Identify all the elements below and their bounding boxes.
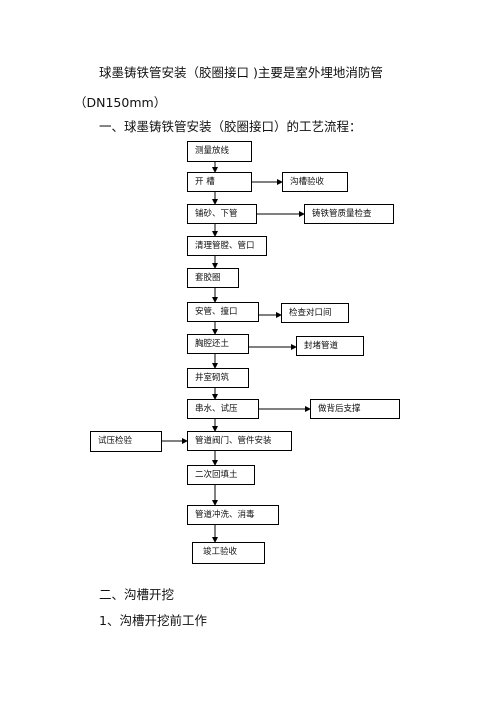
section-1-heading: 一、球墨铸铁管安装（胶圈接口）的工艺流程：: [99, 119, 362, 134]
side-back-support: 做背后支撑: [310, 399, 400, 419]
step-chest-backfill: 胸腔还土: [187, 334, 249, 354]
step-install-joint: 安管、撞口: [187, 302, 259, 322]
step-sand-lay-pipe: 铺砂、下管: [187, 204, 257, 224]
step-second-backfill: 二次回填土: [187, 465, 255, 485]
section-2-heading: 二、沟槽开挖: [99, 587, 175, 602]
step-trenching: 开 槽: [187, 172, 252, 192]
side-trench-check: 沟槽验收: [282, 172, 348, 192]
step-survey-layout: 测量放线: [187, 141, 252, 162]
step-completion-acceptance: 竣工验收: [192, 542, 265, 564]
side-pipe-quality: 铸铁管质量检查: [304, 204, 394, 224]
side-gap-check: 检查对口间: [281, 303, 349, 323]
step-fit-gasket: 套胶圈: [187, 268, 239, 288]
step-manhole-masonry: 井室砌筑: [187, 368, 249, 388]
side-pressure-test-check: 试压检验: [90, 431, 162, 452]
title-line-1: 球墨铸铁管安装（胶圈接口 )主要是室外埋地消防管: [99, 65, 383, 80]
step-valve-fitting-install: 管道阀门、管件安装: [187, 431, 292, 451]
section-2-1-heading: 1、沟槽开挖前工作: [99, 613, 207, 628]
side-seal-pipe: 封堵管道: [296, 336, 364, 356]
step-clean-pipe: 清理管膛、管口: [187, 236, 267, 256]
step-flush-disinfect: 管道冲洗、消毒: [187, 505, 279, 525]
title-line-2: （DN150mm）: [74, 95, 167, 110]
step-fill-pressure-test: 串水、试压: [187, 399, 259, 419]
